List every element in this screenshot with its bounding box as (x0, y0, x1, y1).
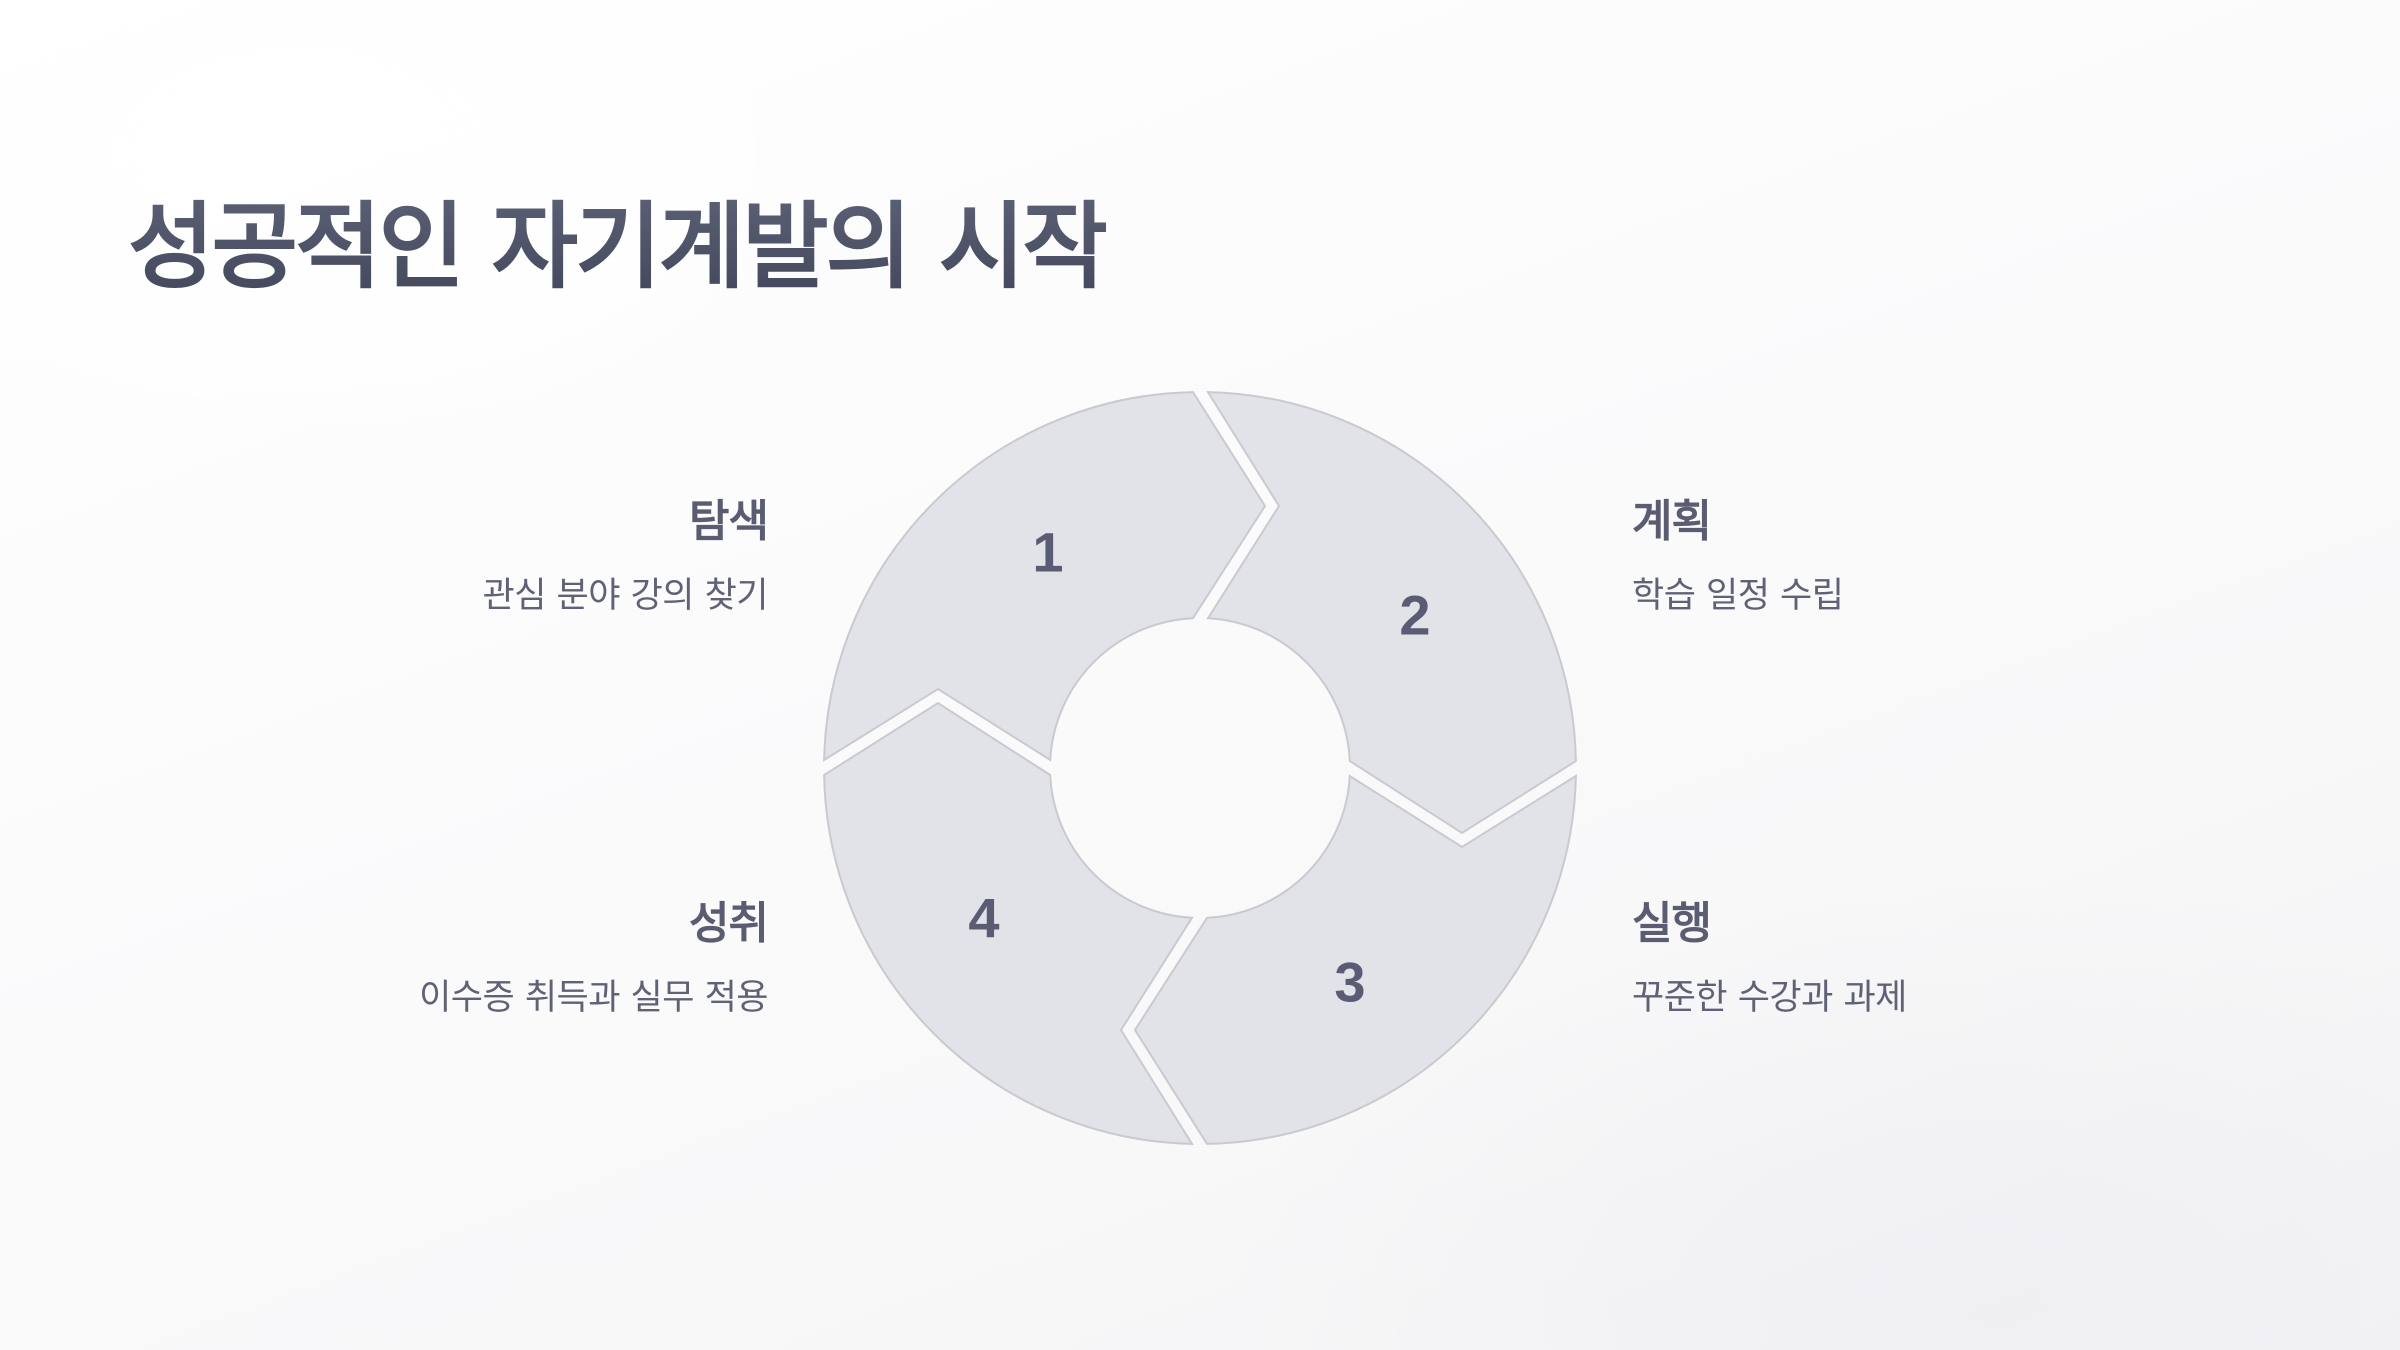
step-title: 계획 (1632, 496, 1712, 547)
segment-1-number: 1 (1032, 521, 1063, 584)
step-title: 성취 (689, 898, 769, 949)
step-achieve: 성취 이수증 취득과 실무 적용 (248, 898, 769, 1020)
step-description: 관심 분야 강의 찾기 (482, 576, 769, 616)
step-execute: 실행 꾸준한 수강과 과제 (1632, 898, 2152, 1020)
step-plan: 계획 학습 일정 수립 (1632, 496, 2152, 618)
segment-3-number: 3 (1334, 951, 1365, 1014)
step-title: 탐색 (689, 496, 769, 547)
step-description: 이수증 취득과 실무 적용 (419, 978, 768, 1018)
step-explore: 탐색 관심 분야 강의 찾기 (248, 496, 769, 618)
segment-3-shape (1133, 774, 1577, 1145)
segment-4: 4 (823, 701, 1194, 1145)
segment-3: 3 (1133, 774, 1577, 1145)
step-description: 꾸준한 수강과 과제 (1632, 978, 1907, 1018)
segment-2: 2 (1206, 391, 1577, 835)
segment-2-number: 2 (1399, 584, 1430, 647)
step-title: 실행 (1632, 898, 1712, 949)
segment-4-number: 4 (968, 887, 999, 950)
step-description: 학습 일정 수립 (1632, 576, 1844, 616)
segment-1-shape (823, 391, 1267, 762)
page-title: 성공적인 자기계발의 시작 (128, 193, 1109, 302)
segment-4-shape (823, 701, 1194, 1145)
segment-2-shape (1206, 391, 1577, 835)
segment-1: 1 (823, 391, 1267, 762)
